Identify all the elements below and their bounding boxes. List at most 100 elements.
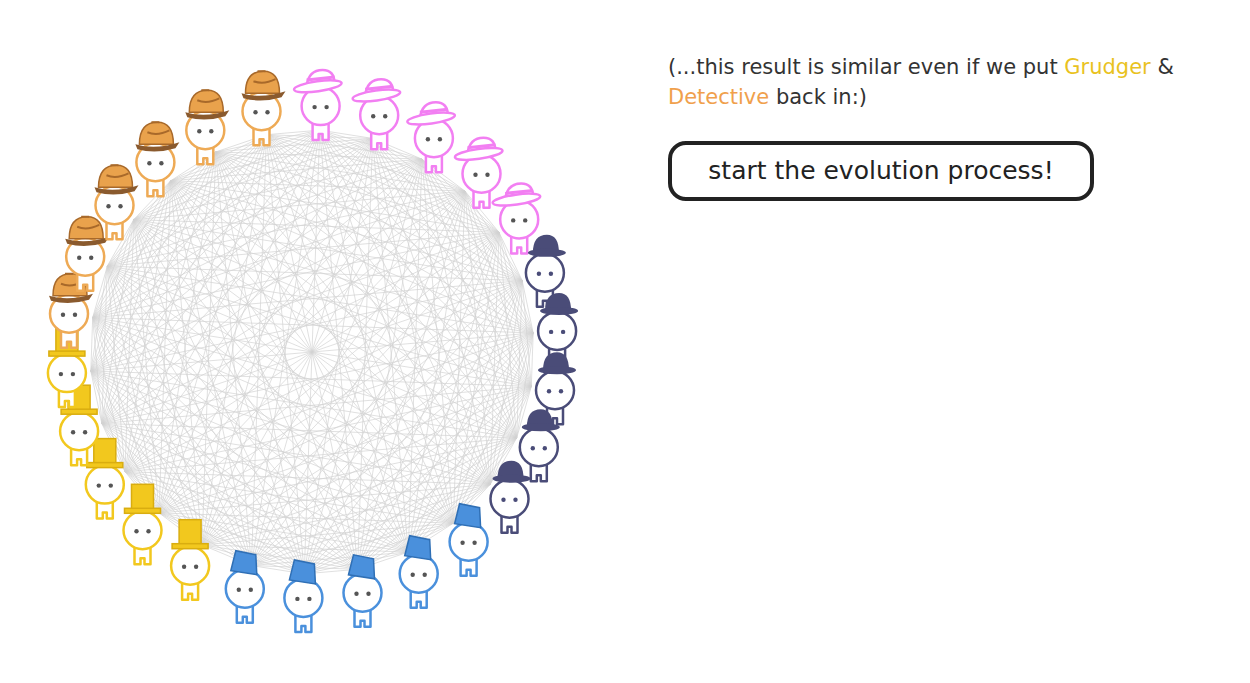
match-line (125, 472, 490, 485)
match-line (266, 135, 533, 333)
player-figure (400, 536, 438, 608)
player-figure (407, 102, 456, 172)
player-figure (95, 165, 139, 239)
hat-brim (407, 110, 456, 127)
eye (253, 110, 257, 114)
eye (109, 483, 113, 487)
match-line (202, 135, 266, 545)
eye (561, 330, 565, 334)
eye (307, 597, 311, 601)
eye (197, 129, 201, 133)
player-figure (284, 560, 322, 632)
player-figure (185, 90, 229, 164)
player-figure (491, 461, 531, 533)
hat-brim (125, 508, 161, 513)
hat-seam (254, 71, 276, 83)
eye (77, 256, 81, 260)
hat-brim (492, 191, 541, 208)
eye (312, 105, 316, 109)
note-text: back in:) (776, 85, 867, 109)
players (48, 70, 578, 632)
eye (71, 430, 75, 434)
player-figure (520, 409, 560, 481)
match-line (266, 135, 422, 159)
match-line (93, 281, 523, 318)
match-line (91, 371, 102, 423)
match-line (251, 552, 408, 566)
hat-brim (293, 78, 342, 95)
hat-brim (65, 237, 109, 246)
hat-seam (197, 90, 219, 102)
eye (371, 114, 375, 118)
hat-brim (522, 423, 560, 431)
match-line (134, 220, 522, 281)
hat-brim (135, 142, 179, 151)
match-line (102, 220, 134, 424)
head (171, 547, 209, 585)
match-line (91, 371, 304, 574)
eye (61, 313, 65, 317)
eye (460, 541, 464, 545)
hat (289, 560, 315, 584)
eye (89, 256, 93, 260)
head (226, 570, 264, 608)
match-line (107, 266, 304, 574)
match-line (93, 318, 252, 566)
match-line (93, 318, 409, 552)
match-line (216, 152, 454, 523)
hat-brim (493, 475, 531, 483)
eye (426, 137, 430, 141)
eye (159, 161, 163, 165)
match-line (125, 220, 134, 472)
eye (383, 114, 387, 118)
match-line (107, 266, 453, 523)
hat-brim (95, 185, 139, 194)
eye (265, 110, 269, 114)
player-figure (135, 122, 179, 196)
hat-brim (61, 409, 97, 414)
match-line (93, 135, 267, 318)
hat-band (420, 109, 448, 112)
head (526, 254, 564, 292)
hat-brim (528, 249, 566, 257)
eye (423, 573, 427, 577)
player-figure (86, 439, 124, 519)
match-line (453, 386, 531, 523)
match-line (171, 181, 202, 545)
match-line (93, 318, 125, 472)
eye (295, 597, 299, 601)
head (48, 354, 86, 392)
match-line (202, 152, 216, 545)
match-line (171, 181, 252, 566)
hat-brim (87, 463, 123, 468)
player-figure (171, 520, 209, 600)
hat (99, 165, 133, 187)
head (400, 555, 438, 593)
hat (69, 217, 103, 239)
hat-brim (185, 110, 229, 119)
match-line (266, 135, 516, 438)
player-figure (450, 504, 488, 576)
player-figure (454, 138, 503, 208)
hat-brim (172, 544, 208, 549)
hat-brim (352, 87, 401, 104)
eye (59, 372, 63, 376)
match-line (266, 135, 522, 281)
hat-brim (454, 146, 503, 163)
eye (83, 430, 87, 434)
hat-brim (49, 351, 85, 356)
head (284, 579, 322, 617)
match-line (251, 135, 266, 566)
hat-brim (538, 366, 576, 374)
player-figure (352, 79, 401, 149)
head (124, 511, 162, 549)
match-line (93, 318, 491, 485)
hat-band (505, 190, 533, 193)
note-text: (...this result is similar even if we pu… (668, 52, 1238, 112)
eye (106, 204, 110, 208)
hat-band (468, 145, 496, 148)
match-line (134, 220, 532, 387)
eye (209, 129, 213, 133)
match-line (266, 135, 531, 387)
eye (249, 588, 253, 592)
